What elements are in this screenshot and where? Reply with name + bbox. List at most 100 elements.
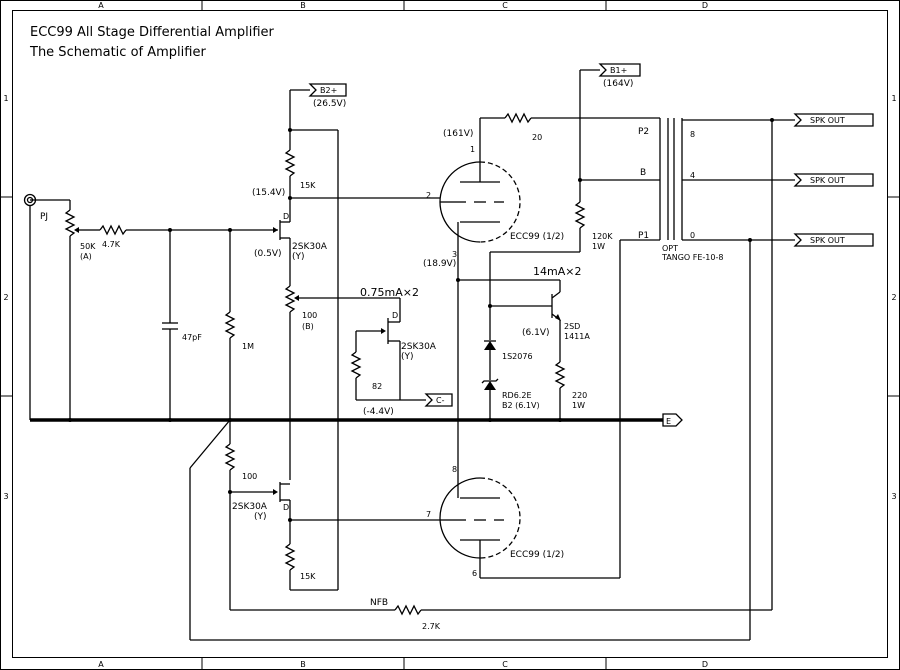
v-0-5-label: (0.5V) (254, 249, 282, 259)
pot-100-label: 100 (302, 311, 317, 320)
q1-grade: (Y) (292, 252, 305, 262)
col-label-a-bottom: A (98, 660, 104, 669)
r-15k-bottom-label: 15K (300, 572, 316, 581)
ground-junctions (68, 228, 562, 422)
resistor-20: 20 (480, 112, 660, 142)
r-15k-top-label: 15K (300, 181, 316, 190)
r-82-label: 82 (372, 382, 382, 391)
zener-sub-label: B2 (6.1V) (502, 401, 540, 410)
e-flag-label: E (666, 417, 671, 426)
v-18-9-label: (18.9V) (423, 259, 456, 269)
d-1s2076-label: 1S2076 (502, 352, 533, 361)
title-line-1: ECC99 All Stage Differential Amplifier (30, 25, 275, 40)
q4-part: 1411A (564, 332, 590, 341)
r-2k7-label: 2.7K (422, 622, 441, 631)
col-label-b-bottom: B (300, 660, 306, 669)
pot-50k-label: 50K (80, 242, 96, 251)
c-minus-supply: C- (-4.4V) (363, 393, 453, 417)
pin-2-label: 2 (426, 191, 431, 200)
resistor-100-lower: 100 (224, 420, 278, 495)
q2-name: 2SK30A (401, 342, 437, 352)
b2-supply-rail: B2+ (26.5V) (288, 83, 347, 591)
tube-top-label: ECC99 (1/2) (510, 232, 564, 242)
tube-bottom-label: ECC99 (1/2) (510, 550, 564, 560)
v-neg-4-4-label: (-4.4V) (363, 407, 394, 417)
q3-grade: (Y) (254, 512, 267, 522)
resistor-4k7: 4.7K (88, 224, 278, 249)
jfet-q1: D 2SK30A (Y) (0.5V) (254, 212, 328, 262)
opt-p1-label: P1 (638, 231, 649, 241)
v-161-label: (161V) (443, 129, 473, 139)
r-120k-label: 120K (592, 232, 613, 241)
balance-pot-100: 100 (B) (284, 238, 400, 480)
jfet-q2-current-source: 0.75mA×2 D 2SK30A (Y) (356, 286, 437, 400)
r-220-label: 220 (572, 391, 587, 400)
zener-name-label: RD6.2E (502, 391, 532, 400)
speaker-outputs: SPK OUT SPK OUT SPK OUT (682, 113, 874, 640)
resistor-82: 82 (350, 331, 426, 401)
resistor-15k-bottom: 15K (284, 543, 316, 590)
q3-d-pin: D (283, 503, 289, 512)
current-14-label: 14mA×2 (533, 265, 581, 278)
q3-name: 2SK30A (232, 502, 268, 512)
r-100-lower-label: 100 (242, 472, 257, 481)
c-47pf-label: 47pF (182, 333, 202, 342)
pot-50k-sub: (A) (80, 252, 92, 261)
title-line-2: The Schematic of Amplifier (29, 45, 206, 60)
volume-pot-50k: 50K (A) (64, 200, 96, 420)
opt-8-label: 8 (690, 130, 695, 139)
col-label-c-bottom: C (502, 660, 508, 669)
opt-0-label: 0 (690, 231, 695, 240)
triode-upper: 2 1 3 ECC99 (1/2) (18.9V) (161V) (423, 118, 564, 420)
spk-out-8-label: SPK OUT (810, 116, 845, 125)
col-label-b: B (300, 1, 306, 10)
current-075-label: 0.75mA×2 (360, 286, 419, 299)
r-4k7-label: 4.7K (102, 240, 121, 249)
spk-out-0-label: SPK OUT (810, 236, 845, 245)
triode-lower: 8 7 6 ECC99 (1/2) (426, 239, 660, 579)
row-label-3-right: 3 (891, 492, 896, 501)
pj-label: PJ (40, 212, 48, 222)
q4-name: 2SD (564, 322, 580, 331)
pot-100-sub: (B) (302, 322, 314, 331)
diode-1s2076: 1S2076 (484, 252, 533, 380)
nfb-label: NFB (370, 598, 388, 608)
opt-b-label: B (640, 168, 646, 178)
border-row-labels: 1 2 3 1 2 3 (3, 94, 896, 501)
col-label-c: C (502, 1, 508, 10)
pin-6-label: 6 (472, 569, 477, 578)
opt-model-label: TANGO FE-10-8 (661, 253, 723, 262)
capacitor-47pf: 47pF (162, 230, 202, 420)
border-column-labels: A B C D A B C D (98, 1, 708, 669)
resistor-15k-top: 15K (15.4V) (252, 149, 440, 222)
resistor-1m: 1M (224, 230, 254, 420)
c-minus-flag-label: C- (436, 396, 445, 405)
b1-supply-rail: B1+ (164V) (578, 63, 660, 202)
row-label-2-right: 2 (891, 293, 896, 302)
jfet-q3: D 2SK30A (Y) (232, 482, 440, 544)
q1-name: 2SK30A (292, 242, 328, 252)
zener-rd6-2e: RD6.2E B2 (6.1V) (481, 378, 540, 420)
ground-bus: E (30, 413, 683, 427)
b1-flag-label: B1+ (610, 66, 627, 75)
r-20-label: 20 (532, 133, 542, 142)
transistor-q4: 14mA×2 (6.1V) 2SD 1411A (456, 265, 590, 362)
r-120k-w: 1W (592, 242, 605, 251)
col-label-a: A (98, 1, 104, 10)
row-label-1: 1 (3, 94, 8, 103)
r-1m-label: 1M (242, 342, 254, 351)
row-label-3: 3 (3, 492, 8, 501)
row-label-1-right: 1 (891, 94, 896, 103)
q1-d-pin: D (283, 212, 289, 221)
q2-grade: (Y) (401, 352, 414, 362)
v-6-1-label: (6.1V) (522, 328, 550, 338)
pin-1-label: 1 (470, 145, 475, 154)
q2-d-pin: D (392, 311, 398, 320)
opt-4-label: 4 (690, 171, 695, 180)
input-jack: PJ (23, 193, 70, 420)
pin-3-label: 3 (452, 250, 457, 259)
pin-8-label: 8 (452, 465, 457, 474)
spk-out-4-label: SPK OUT (810, 176, 845, 185)
